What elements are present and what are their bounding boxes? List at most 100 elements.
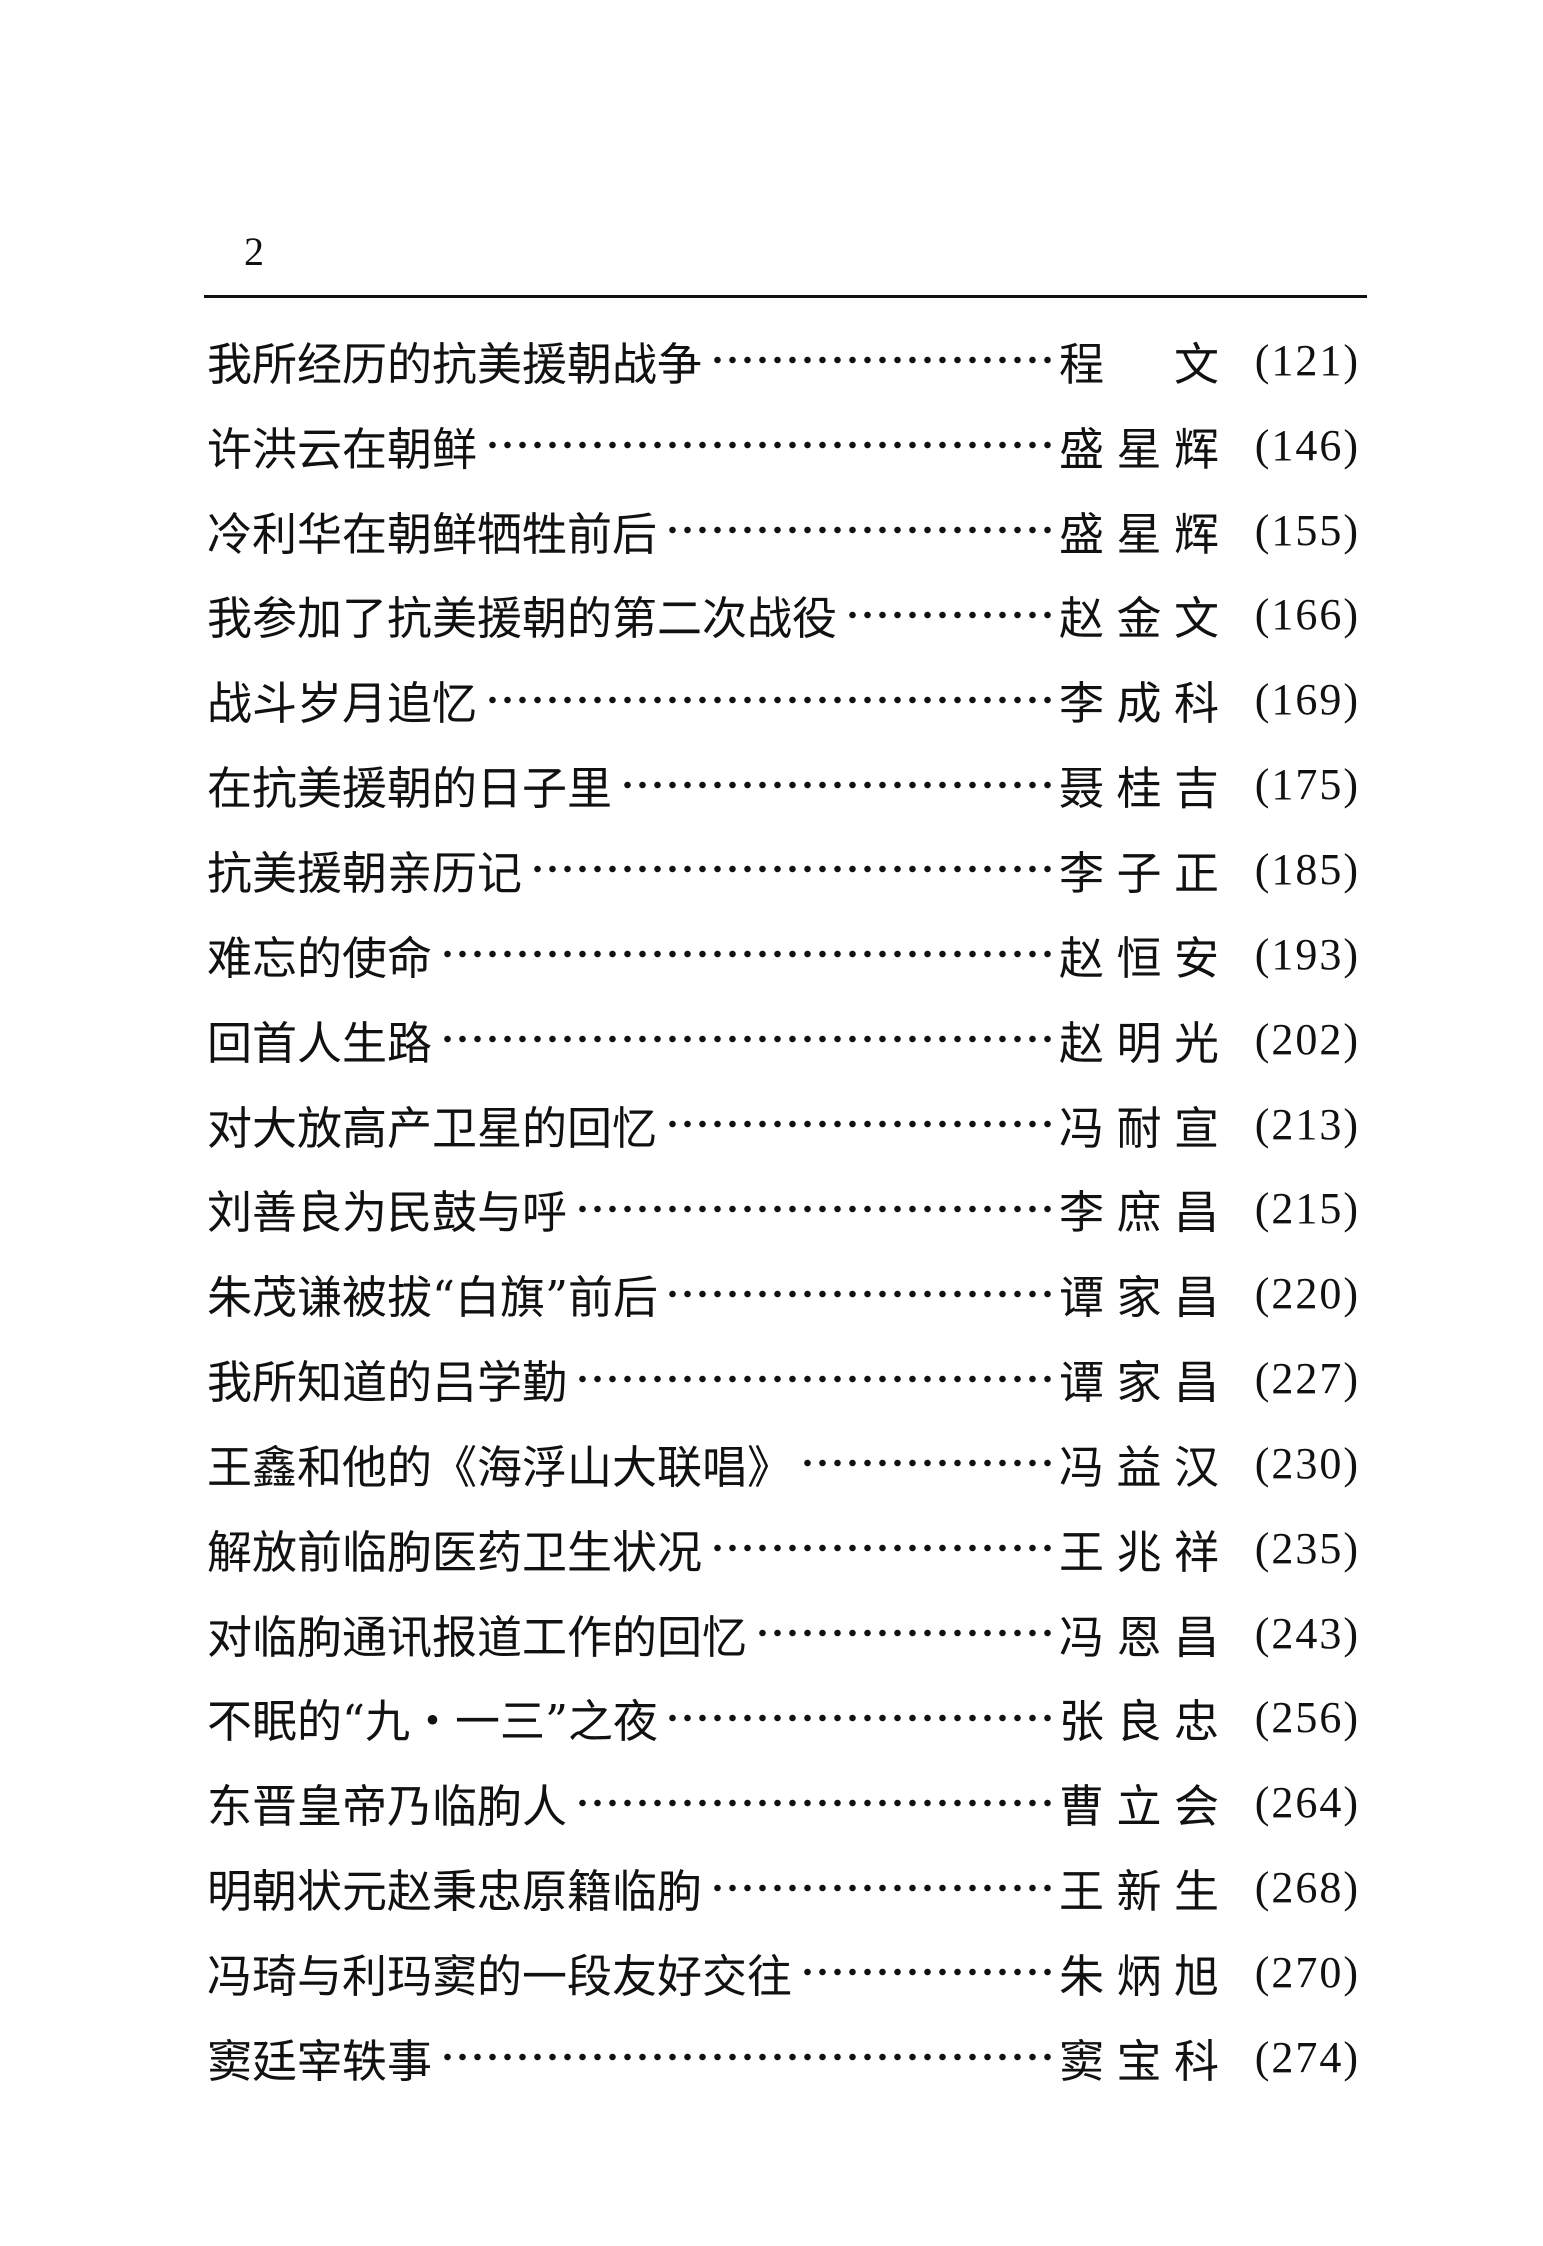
dot-leader — [577, 1203, 1055, 1214]
entry-page: (215) — [1254, 1184, 1360, 1234]
entry-page: (264) — [1254, 1778, 1360, 1828]
entry-page: (256) — [1254, 1693, 1360, 1743]
toc-entry: 朱茂谦被拔“白旗”前后 谭家昌 (220) — [207, 1251, 1360, 1336]
entry-title: 我所知道的吕学勤 — [207, 1356, 568, 1410]
entry-page: (227) — [1254, 1354, 1360, 1404]
entry-page: (243) — [1254, 1608, 1360, 1658]
dot-leader — [712, 1882, 1055, 1893]
toc-entry: 王鑫和他的《海浮山大联唱》 冯益汉 (230) — [207, 1421, 1360, 1506]
entry-title: 回首人生路 — [207, 1016, 433, 1070]
entry-page: (220) — [1254, 1269, 1360, 1319]
dot-leader — [712, 1543, 1055, 1554]
toc-entry: 我参加了抗美援朝的第二次战役 赵金文 (166) — [207, 573, 1360, 658]
entry-page: (146) — [1254, 420, 1360, 470]
header-rule — [204, 295, 1367, 298]
entry-title: 战斗岁月追忆 — [207, 677, 478, 731]
page-number: 2 — [244, 229, 264, 274]
table-of-contents: 我所经历的抗美援朝战争程 文(121)许洪云在朝鲜盛星辉(146)冷利华在朝鲜牺… — [207, 318, 1360, 2100]
entry-author: 赵恒安 — [1059, 931, 1219, 985]
entry-title: 解放前临朐医药卫生状况 — [207, 1525, 703, 1579]
toc-entry: 我所知道的吕学勤 谭家昌 (227) — [207, 1336, 1360, 1421]
dot-leader — [667, 1119, 1055, 1130]
toc-entry: 解放前临朐医药卫生状况 王兆祥 (235) — [207, 1506, 1360, 1591]
entry-page: (270) — [1254, 1947, 1360, 1997]
entry-title: 对大放高产卫星的回忆 — [207, 1101, 658, 1155]
entry-author: 张良忠 — [1059, 1695, 1219, 1749]
entry-author: 李子正 — [1059, 846, 1219, 900]
entry-title: 我所经历的抗美援朝战争 — [207, 337, 703, 391]
entry-author: 冯益汉 — [1059, 1440, 1219, 1494]
entry-title: 朱茂谦被拔“白旗”前后 — [207, 1271, 659, 1325]
toc-entry: 不眠的“九・一三”之夜 张良忠 (256) — [207, 1676, 1360, 1761]
entry-author: 赵金文 — [1059, 592, 1219, 646]
dot-leader — [802, 1967, 1055, 1978]
entry-author: 冯恩昌 — [1059, 1610, 1219, 1664]
entry-author: 曹立会 — [1059, 1780, 1219, 1834]
entry-page: (193) — [1254, 929, 1360, 979]
toc-entry: 东晋皇帝乃临朐人 曹立会 (264) — [207, 1760, 1360, 1845]
toc-entry: 明朝状元赵秉忠原籍临朐王新生(268) — [207, 1845, 1360, 1930]
toc-entry: 难忘的使命 赵恒安 (193) — [207, 912, 1360, 997]
toc-entry: 冷利华在朝鲜牺牲前后 盛星辉 (155) — [207, 488, 1360, 573]
dot-leader — [668, 1288, 1055, 1299]
entry-author: 李成科 — [1059, 677, 1219, 731]
dot-leader — [442, 1034, 1055, 1045]
dot-leader — [712, 355, 1055, 366]
toc-entry: 回首人生路赵明光(202) — [207, 997, 1360, 1082]
entry-page: (268) — [1254, 1863, 1360, 1913]
entry-title: 刘善良为民鼓与呼 — [207, 1186, 568, 1240]
entry-title: 东晋皇帝乃临朐人 — [207, 1780, 568, 1834]
entry-page: (155) — [1254, 505, 1360, 555]
dot-leader — [487, 440, 1055, 451]
entry-title: 难忘的使命 — [207, 931, 433, 985]
toc-entry: 刘善良为民鼓与呼 李庶昌 (215) — [207, 1166, 1360, 1251]
entry-title: 明朝状元赵秉忠原籍临朐 — [207, 1865, 703, 1919]
toc-entry: 我所经历的抗美援朝战争 程 文 (121) — [207, 318, 1360, 403]
entry-page: (213) — [1254, 1099, 1360, 1149]
toc-entry: 冯琦与利玛窦的一段友好交往 朱炳旭 (270) — [207, 1930, 1360, 2015]
dot-leader — [532, 864, 1055, 875]
entry-page: (175) — [1254, 760, 1360, 810]
dot-leader — [757, 1628, 1055, 1639]
entry-page: (169) — [1254, 675, 1360, 725]
entry-author: 冯耐宣 — [1059, 1101, 1219, 1155]
entry-page: (166) — [1254, 590, 1360, 640]
entry-title: 王鑫和他的《海浮山大联唱》 — [207, 1440, 793, 1494]
entry-title: 在抗美援朝的日子里 — [207, 762, 613, 816]
entry-author: 程 文 — [1059, 337, 1219, 391]
dot-leader — [442, 949, 1055, 960]
entry-title: 冯琦与利玛窦的一段友好交往 — [207, 1949, 793, 2003]
entry-page: (235) — [1254, 1523, 1360, 1573]
toc-entry: 许洪云在朝鲜 盛星辉 (146) — [207, 403, 1360, 488]
entry-author: 李庶昌 — [1059, 1186, 1219, 1240]
dot-leader — [668, 1712, 1055, 1723]
dot-leader — [442, 2052, 1055, 2063]
entry-title: 冷利华在朝鲜牺牲前后 — [207, 507, 658, 561]
entry-author: 盛星辉 — [1059, 422, 1219, 476]
dot-leader — [847, 609, 1055, 620]
entry-author: 王兆祥 — [1059, 1525, 1219, 1579]
dot-leader — [487, 694, 1055, 705]
entry-title: 不眠的“九・一三”之夜 — [207, 1695, 659, 1749]
entry-title: 对临朐通讯报道工作的回忆 — [207, 1610, 748, 1664]
entry-title: 我参加了抗美援朝的第二次战役 — [207, 592, 838, 646]
toc-entry: 在抗美援朝的日子里 聂桂吉 (175) — [207, 742, 1360, 827]
toc-entry: 窦廷宰轶事窦宝科(274) — [207, 2015, 1360, 2100]
entry-author: 谭家昌 — [1059, 1356, 1219, 1410]
entry-page: (230) — [1254, 1438, 1360, 1488]
entry-title: 许洪云在朝鲜 — [207, 422, 478, 476]
entry-author: 盛星辉 — [1059, 507, 1219, 561]
toc-entry: 对临朐通讯报道工作的回忆 冯恩昌 (243) — [207, 1591, 1360, 1676]
dot-leader — [577, 1373, 1055, 1384]
dot-leader — [577, 1797, 1055, 1808]
dot-leader — [667, 525, 1055, 536]
entry-title: 抗美援朝亲历记 — [207, 846, 523, 900]
dot-leader — [802, 1458, 1055, 1469]
entry-author: 朱炳旭 — [1059, 1949, 1219, 2003]
entry-author: 谭家昌 — [1059, 1271, 1219, 1325]
entry-author: 聂桂吉 — [1059, 762, 1219, 816]
entry-page: (121) — [1254, 335, 1360, 385]
entry-title: 窦廷宰轶事 — [207, 2034, 433, 2088]
entry-author: 窦宝科 — [1059, 2034, 1219, 2088]
toc-entry: 战斗岁月追忆 李成科 (169) — [207, 657, 1360, 742]
